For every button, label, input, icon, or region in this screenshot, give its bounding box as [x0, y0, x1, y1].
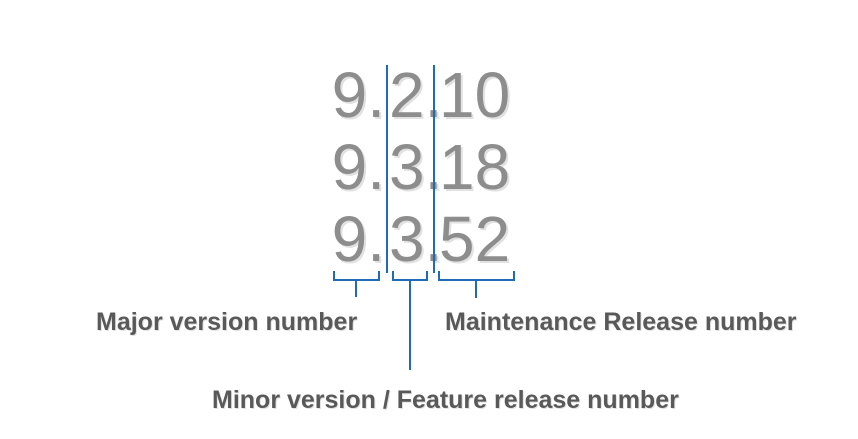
separator-dot: .	[367, 203, 385, 275]
version-row: 9. 2. 10	[0, 59, 858, 131]
major-bracket-pointer	[355, 279, 357, 297]
maintenance-number-segment: 52	[439, 203, 510, 275]
major-version-digit: 9	[331, 59, 368, 131]
major-version-digit: 9	[331, 203, 368, 275]
major-version-segment: 9.	[250, 59, 385, 131]
minor-version-segment: 2.	[389, 59, 442, 131]
minor-version-digit: 3	[389, 131, 425, 203]
maintenance-bracket-pointer	[475, 279, 477, 298]
minor-version-segment: 3.	[389, 131, 442, 203]
maintenance-number-segment: 18	[439, 131, 510, 203]
maintenance-number: 18	[439, 131, 511, 203]
minor-version-label: Minor version / Feature release number	[212, 386, 679, 414]
major-version-segment: 9.	[250, 203, 385, 275]
version-row: 9. 3. 18	[0, 131, 858, 203]
major-version-segment: 9.	[250, 131, 385, 203]
separator-line-major-minor	[386, 65, 388, 273]
maintenance-number: 52	[439, 203, 511, 275]
minor-version-digit: 2	[389, 59, 425, 131]
major-version-label: Major version number	[96, 308, 358, 336]
maintenance-number: 10	[439, 59, 511, 131]
version-row: 9. 3. 52	[0, 203, 858, 275]
minor-version-segment: 3.	[389, 203, 442, 275]
maintenance-number-segment: 10	[439, 59, 510, 131]
separator-dot: .	[367, 59, 385, 131]
major-version-digit: 9	[331, 131, 368, 203]
separator-line-minor-maintenance	[433, 65, 435, 273]
minor-version-digit: 3	[389, 203, 425, 275]
minor-bracket-pointer-line	[409, 279, 411, 370]
maintenance-release-label: Maintenance Release number	[445, 308, 797, 336]
separator-dot: .	[367, 131, 385, 203]
